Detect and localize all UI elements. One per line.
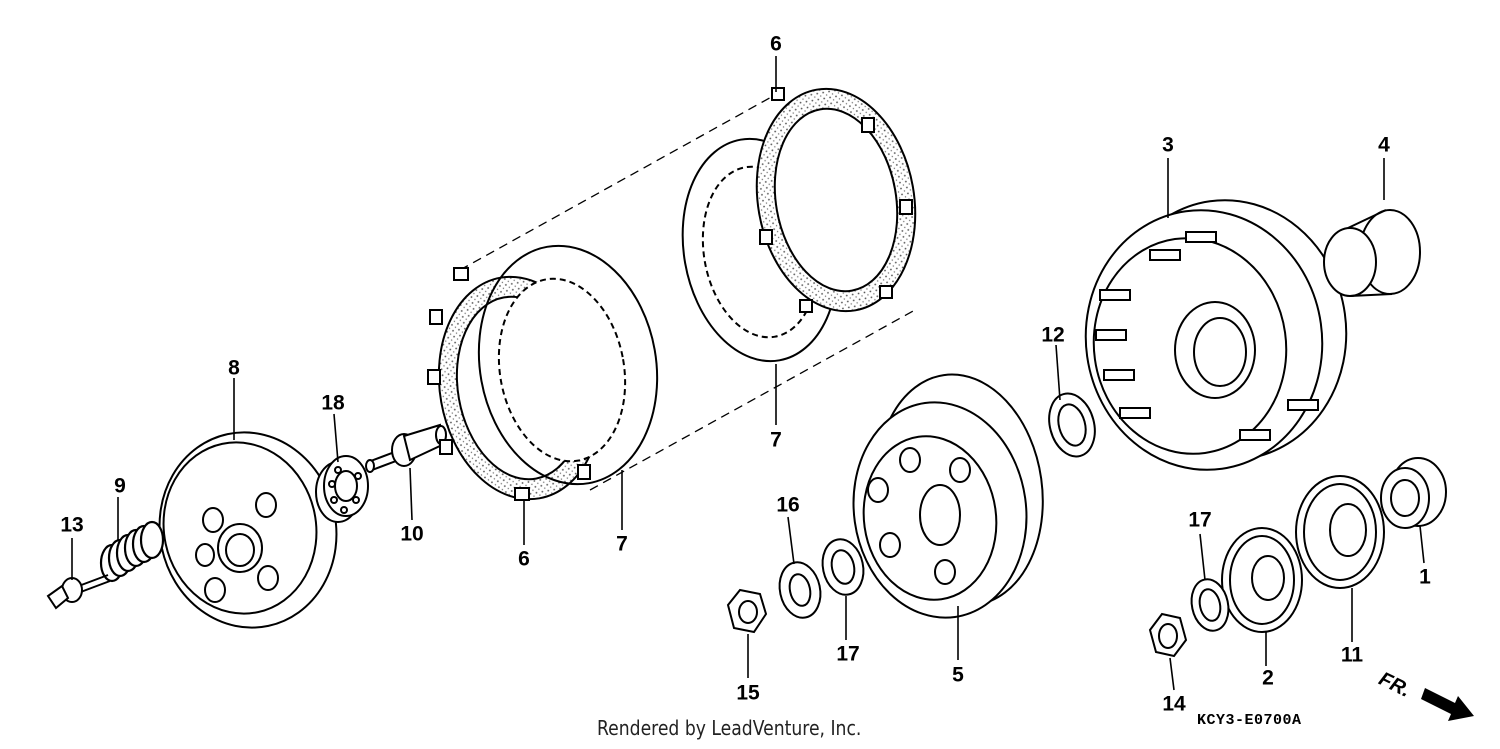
callout-part-3: 3 xyxy=(1162,133,1174,157)
gear-part-2 xyxy=(1221,527,1303,633)
bolt-part-13 xyxy=(46,574,111,610)
callout-part-6-upper: 6 xyxy=(770,32,782,56)
washer-part-12 xyxy=(1048,392,1096,458)
callout-part-6-lower: 6 xyxy=(518,547,530,571)
callout-part-2: 2 xyxy=(1262,666,1274,690)
clutch-outer-part-3 xyxy=(1084,199,1348,471)
callout-part-12: 12 xyxy=(1041,323,1065,347)
callout-part-17-center: 17 xyxy=(836,642,860,666)
diagram-code: KCY3-E0700A xyxy=(1197,712,1302,729)
callout-part-13: 13 xyxy=(60,513,84,537)
callout-part-8: 8 xyxy=(228,356,240,380)
callout-part-7-lower: 7 xyxy=(616,532,628,556)
callout-part-7-upper: 7 xyxy=(770,428,782,452)
callout-part-5: 5 xyxy=(952,663,964,687)
callout-part-16: 16 xyxy=(776,493,800,517)
callout-part-17-gears: 17 xyxy=(1188,508,1212,532)
assembly-guide-lines xyxy=(459,94,916,491)
clutch-spring-part-9 xyxy=(99,520,165,583)
gear-part-1 xyxy=(1380,457,1447,529)
washer-part-16 xyxy=(778,561,822,619)
washer-part-17-a xyxy=(821,538,865,596)
bearing-part-18 xyxy=(315,455,369,523)
lifter-rod-part-10 xyxy=(365,423,447,473)
front-direction-arrow-icon xyxy=(1421,688,1474,721)
gear-part-11 xyxy=(1295,475,1385,589)
credit-footer: Rendered by LeadVenture, Inc. xyxy=(597,716,862,740)
pressure-plate-part-8 xyxy=(158,431,338,629)
collar-part-4 xyxy=(1323,209,1421,297)
callout-part-4: 4 xyxy=(1378,133,1390,157)
callout-part-14: 14 xyxy=(1162,692,1186,716)
callout-part-15: 15 xyxy=(736,681,760,705)
friction-disc-part-6-upper xyxy=(755,87,917,313)
callout-part-18: 18 xyxy=(321,391,345,415)
nut-part-15 xyxy=(726,588,768,634)
callout-part-9: 9 xyxy=(114,474,126,498)
nut-part-14 xyxy=(1148,612,1188,658)
clutch-plate-part-7-lower xyxy=(477,244,659,486)
leader-lines xyxy=(71,56,1425,691)
clutch-center-part-5 xyxy=(852,373,1044,619)
callout-part-11: 11 xyxy=(1340,643,1364,667)
callout-part-1: 1 xyxy=(1419,565,1431,589)
callout-part-10: 10 xyxy=(400,522,424,546)
